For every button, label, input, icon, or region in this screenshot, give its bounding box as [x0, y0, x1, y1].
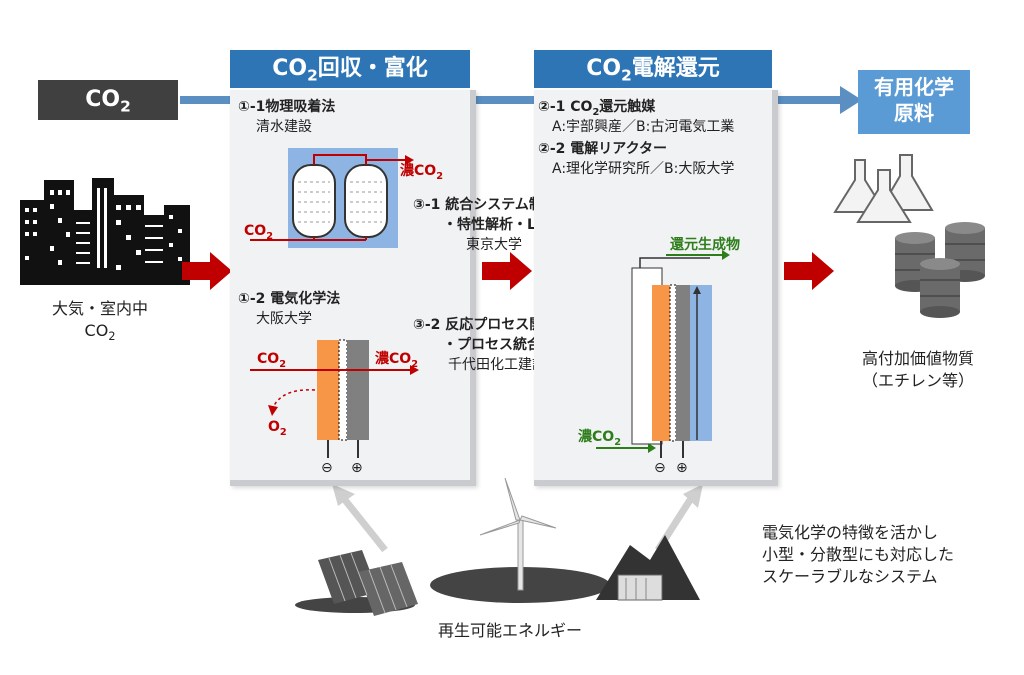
adsorption-out-label: 濃CO2 — [400, 163, 444, 182]
source-line2: CO2 — [84, 321, 116, 344]
item3-1-sub: ・特性解析・LCA — [443, 217, 558, 233]
plus-terminal-1: ⊕ — [351, 460, 363, 476]
item1-org: 清水建設 — [256, 119, 312, 135]
city-skyline-icon — [20, 178, 190, 285]
electrochem-out-label: 濃CO2 — [375, 351, 419, 370]
item1-title: ①-1物理吸着法 — [238, 99, 336, 115]
item3-1-title: ③-1 統合システム制御 — [413, 197, 557, 213]
flow-arrowhead — [840, 86, 862, 114]
note-line3: スケーラブルなシステム — [762, 567, 938, 586]
renewable-energy-label: 再生可能エネルギー — [438, 621, 583, 640]
item2-1-title: ②-1 CO2還元触媒 — [538, 99, 656, 118]
capture-panel — [230, 90, 476, 486]
item2-org: 大阪大学 — [256, 311, 312, 327]
electrochem-o2-label: O2 — [268, 419, 287, 438]
item2-1-org: A:宇部興産／B:古河電気工業 — [552, 119, 735, 135]
adsorption-in-label: CO2 — [244, 223, 274, 242]
reactor-input-label: 濃CO2 — [578, 429, 622, 448]
item3-2-title: ③-2 反応プロセス開発 — [413, 317, 558, 333]
value-line2: （エチレン等） — [861, 371, 974, 390]
source-line1: 大気・室内中 — [51, 299, 148, 318]
co2-box-text: CO — [85, 87, 121, 112]
red-arrow-3 — [784, 252, 834, 290]
source-label: 大気・室内中 CO2 — [45, 298, 155, 348]
item3-1-org: 東京大学 — [466, 237, 522, 253]
item2-2-org: A:理化学研究所／B:大阪大学 — [552, 161, 735, 177]
plus-terminal-2: ⊕ — [676, 460, 688, 476]
flask-icon — [833, 154, 934, 223]
electrochem-in-label: CO2 — [257, 351, 287, 370]
red-arrow-1 — [182, 252, 232, 290]
oil-drum-icon — [895, 222, 985, 318]
item2-2-title: ②-2 電解リアクター — [538, 141, 668, 157]
feedstock-line1: 有用化学 — [874, 75, 954, 99]
solar-panel-icon — [295, 550, 418, 616]
feature-note: 電気化学の特徴を活かし 小型・分散型にも対応した スケーラブルなシステム — [762, 522, 954, 588]
wind-turbine-icon — [430, 477, 610, 603]
red-arrow-2 — [482, 252, 532, 290]
item3-2-org: 千代田化工建設 — [448, 357, 546, 373]
item2-title: ①-2 電気化学法 — [238, 291, 341, 307]
minus-terminal-1: ⊖ — [321, 460, 333, 476]
chemical-feedstock-box: 有用化学 原料 — [858, 70, 970, 134]
value-line1: 高付加価値物質 — [861, 349, 974, 368]
geothermal-mountain-icon — [596, 535, 700, 601]
feedstock-line2: 原料 — [894, 101, 934, 125]
note-line2: 小型・分散型にも対応した — [762, 545, 955, 564]
item3-2-sub: ・プロセス統合 — [443, 337, 541, 353]
reduction-header: CO2電解還元 — [534, 50, 772, 88]
co2-box-sub: 2 — [120, 97, 131, 116]
value-label: 高付加価値物質 （エチレン等） — [848, 348, 988, 392]
capture-header: CO2回収・富化 — [230, 50, 470, 88]
note-line1: 電気化学の特徴を活かし — [762, 523, 939, 542]
co2-source-box: CO2 — [38, 80, 178, 120]
minus-terminal-2: ⊖ — [654, 460, 666, 476]
reactor-product-label: 還元生成物 — [670, 237, 740, 253]
